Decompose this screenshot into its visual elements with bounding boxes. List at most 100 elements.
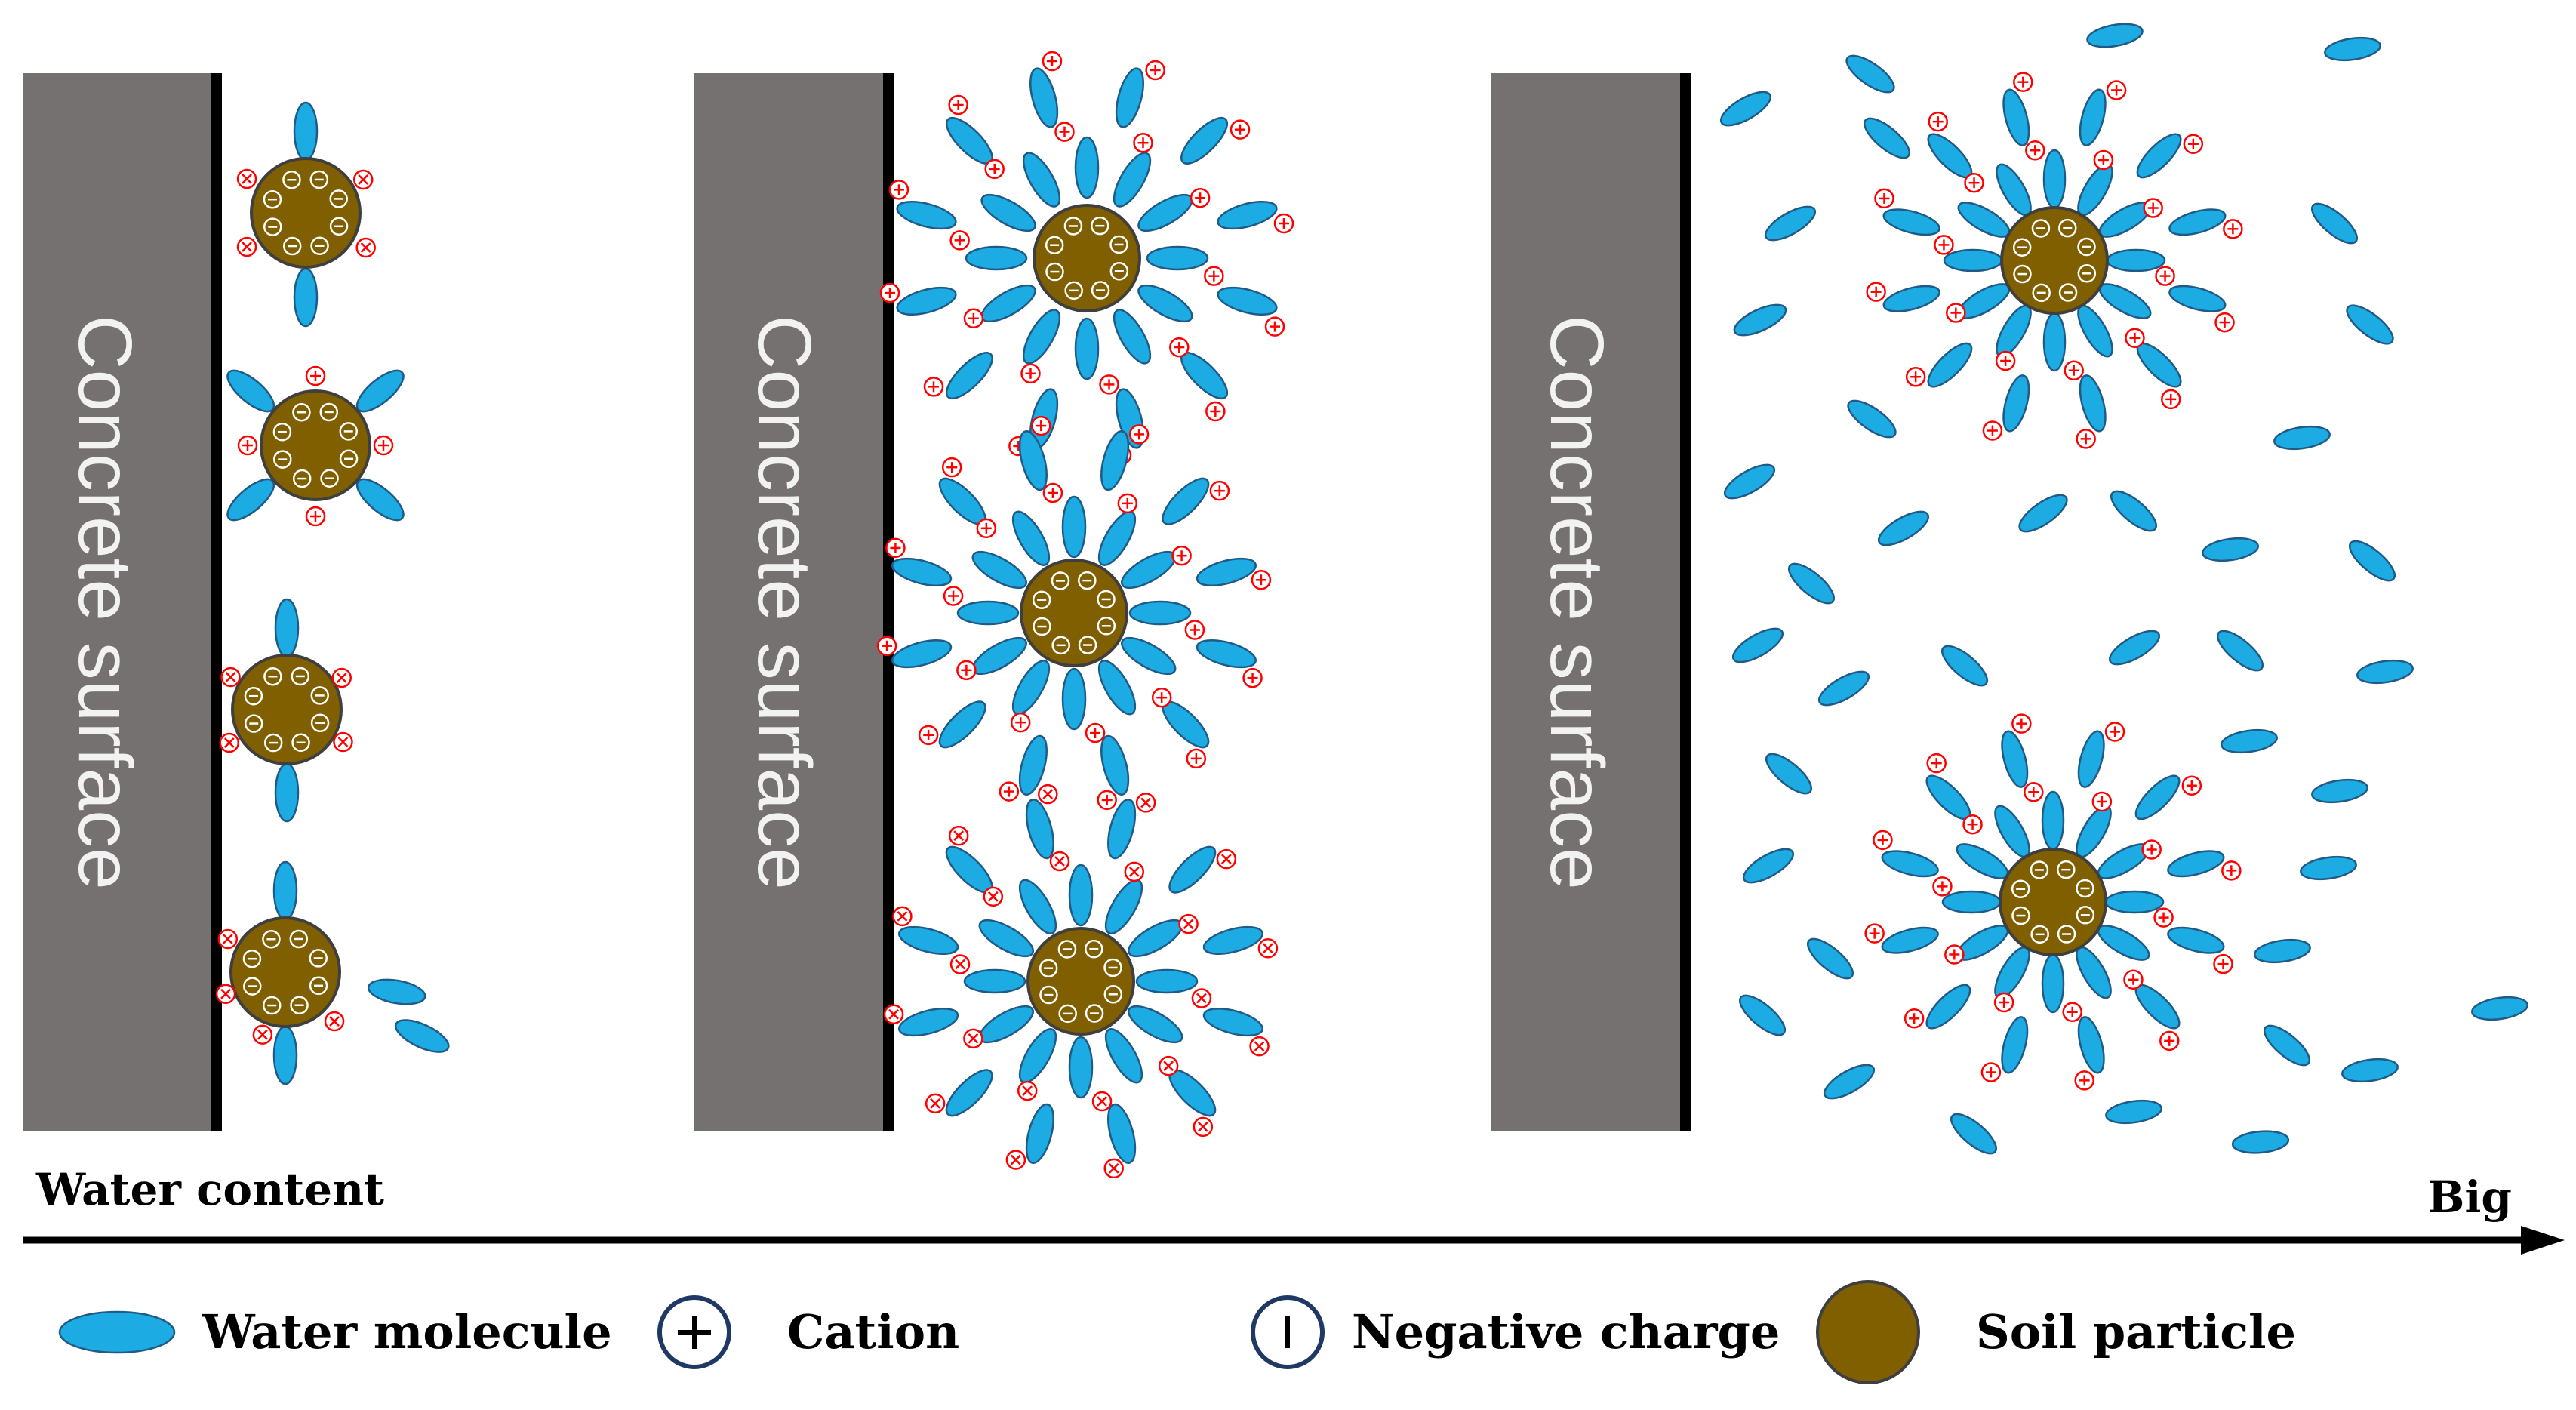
water-molecule bbox=[965, 245, 1028, 271]
water-molecule bbox=[1097, 660, 1137, 716]
cation-symbol bbox=[876, 636, 897, 656]
cation-symbol bbox=[1904, 1008, 1925, 1029]
cation-symbol bbox=[1135, 793, 1156, 813]
water-molecule bbox=[1121, 636, 1177, 676]
water-molecule bbox=[2356, 659, 2414, 685]
water-molecule bbox=[1202, 1008, 1263, 1037]
water-molecule bbox=[2471, 996, 2528, 1021]
cation-symbol bbox=[1204, 266, 1224, 286]
water-molecule bbox=[2076, 946, 2112, 999]
cation-symbol bbox=[305, 506, 326, 527]
soil-particle-icon bbox=[1816, 1280, 1920, 1384]
cation-symbol bbox=[949, 954, 971, 974]
water-molecule bbox=[945, 352, 993, 400]
water-molecule bbox=[978, 919, 1034, 958]
water-molecule bbox=[2231, 1130, 2290, 1154]
cation-symbol bbox=[2106, 80, 2127, 100]
water-molecule bbox=[891, 557, 953, 586]
water-molecule bbox=[1097, 510, 1137, 566]
water-molecule bbox=[1018, 430, 1048, 491]
water-molecule bbox=[1068, 1036, 1094, 1099]
panel-2-wall-label: Concrete surface bbox=[742, 315, 826, 889]
cation-symbol bbox=[923, 377, 944, 397]
cation-symbol bbox=[1128, 424, 1150, 445]
legend-item-water-molecule: Water molecule bbox=[58, 1304, 612, 1359]
water-molecule bbox=[2098, 283, 2152, 319]
soil-particle bbox=[260, 389, 371, 501]
cation-symbol bbox=[1264, 316, 1285, 337]
water-molecule bbox=[1128, 600, 1192, 626]
water-molecule bbox=[956, 600, 1020, 626]
water-molecule bbox=[2341, 1058, 2399, 1083]
cation-symbol bbox=[984, 159, 1005, 180]
water-molecule bbox=[1881, 926, 1939, 954]
cation-symbol bbox=[1866, 282, 1886, 302]
cation-symbol bbox=[1124, 861, 1145, 882]
cation-symbol bbox=[2153, 907, 2174, 928]
water-molecule bbox=[226, 369, 275, 413]
cation-symbol bbox=[1169, 337, 1190, 358]
cation-symbol bbox=[1230, 119, 1251, 140]
cation-symbol bbox=[252, 1024, 273, 1045]
cation-symbol bbox=[1905, 367, 1926, 387]
cation-symbol bbox=[883, 1004, 904, 1024]
water-molecule bbox=[2168, 208, 2227, 236]
cation-symbol bbox=[1190, 187, 1211, 208]
water-molecule bbox=[2136, 133, 2182, 179]
panel-2-wall: Concrete surface bbox=[694, 73, 894, 1131]
cation-symbol bbox=[333, 731, 353, 753]
cation-symbol bbox=[2024, 781, 2044, 802]
soil-particle bbox=[2000, 206, 2109, 315]
cation-symbol bbox=[1273, 213, 1294, 234]
cation-symbol bbox=[2011, 713, 2032, 734]
water-molecule bbox=[1180, 116, 1229, 165]
cation-symbol bbox=[1946, 303, 1966, 323]
cation-symbol bbox=[1031, 415, 1051, 436]
water-molecule bbox=[1137, 284, 1193, 323]
cation-symbol bbox=[963, 1028, 983, 1049]
water-molecule bbox=[1956, 843, 2009, 879]
water-molecule bbox=[2324, 36, 2381, 62]
water-molecule bbox=[2202, 537, 2259, 562]
cation-symbol bbox=[1191, 988, 1212, 1008]
cation-symbol bbox=[215, 984, 236, 1004]
water-content-axis: Water content Big bbox=[23, 1164, 2565, 1255]
water-molecule bbox=[2311, 202, 2358, 245]
water-molecule bbox=[1018, 1028, 1057, 1084]
water-molecule bbox=[980, 284, 1036, 323]
cation-symbol bbox=[2013, 72, 2033, 92]
water-molecule bbox=[896, 286, 957, 316]
cation-symbol bbox=[220, 667, 241, 688]
water-molecule bbox=[2018, 494, 2068, 533]
water-molecule bbox=[355, 369, 405, 413]
water-molecule bbox=[1100, 430, 1130, 491]
panel-1-cluster bbox=[219, 598, 353, 823]
hydrated-cluster bbox=[1866, 72, 2243, 449]
water-molecule bbox=[1881, 850, 1939, 878]
cation-symbol bbox=[1091, 1091, 1113, 1112]
water-molecule bbox=[2077, 163, 2113, 217]
cation-symbol bbox=[1038, 784, 1058, 805]
water-molecule bbox=[2077, 730, 2105, 788]
water-molecule bbox=[1113, 152, 1152, 208]
water-molecule bbox=[2217, 630, 2264, 672]
water-molecule bbox=[1950, 1113, 1997, 1155]
cation-symbol bbox=[2214, 312, 2235, 333]
water-molecule bbox=[1996, 163, 2032, 217]
cation-symbol bbox=[963, 308, 984, 329]
cation-symbol bbox=[1171, 545, 1192, 566]
water-molecule bbox=[1029, 67, 1059, 128]
water-molecule bbox=[1882, 285, 1940, 312]
cation-symbol bbox=[2093, 149, 2114, 171]
negative-charge-icon bbox=[1251, 1295, 1325, 1369]
cation-symbol bbox=[2223, 219, 2243, 239]
water-molecule bbox=[1196, 639, 1257, 669]
water-molecule bbox=[1742, 848, 1795, 884]
cation-symbol bbox=[1133, 132, 1153, 153]
cation-symbol bbox=[943, 586, 964, 606]
water-molecule bbox=[1765, 753, 1812, 795]
cation-symbol bbox=[879, 282, 900, 303]
cation-symbol bbox=[1193, 1116, 1214, 1138]
legend-label-negative-charge: Negative charge bbox=[1352, 1304, 1780, 1359]
cation-symbol bbox=[983, 886, 1004, 907]
